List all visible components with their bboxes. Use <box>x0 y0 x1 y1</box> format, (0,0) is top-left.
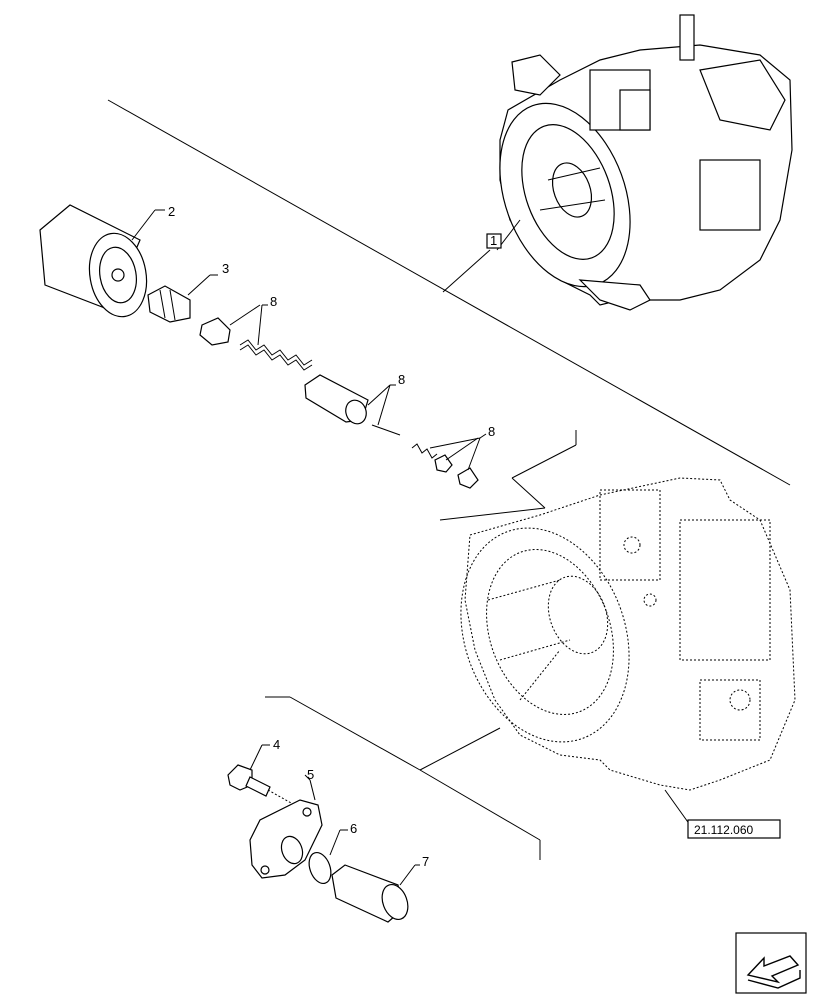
part-8-spring-group: 8 <box>199 294 313 371</box>
callout-1: 1 <box>486 219 521 251</box>
part-8-screw-group: 8 <box>411 424 495 489</box>
callout-6-label: 6 <box>350 821 357 836</box>
arrow-down-left-icon[interactable] <box>735 932 807 994</box>
callout-4-label: 4 <box>273 737 280 752</box>
part-8-piston-group: 8 <box>304 372 405 436</box>
part-2-filter: 2 <box>39 204 175 318</box>
callout-1-label: 1 <box>490 233 497 248</box>
callout-7-label: 7 <box>422 854 429 869</box>
assembly-guide-lines <box>107 99 791 860</box>
part-4-bolt: 4 <box>227 737 301 809</box>
callout-8c-label: 8 <box>488 424 495 439</box>
part-5-cover: 5 <box>249 767 323 879</box>
part-3-fitting: 3 <box>147 261 229 323</box>
callout-8a-label: 8 <box>270 294 277 309</box>
part-6-oring: 6 <box>308 821 357 885</box>
callout-2-label: 2 <box>168 204 175 219</box>
callout-5-label: 5 <box>307 767 314 782</box>
callout-8b-label: 8 <box>398 372 405 387</box>
part-7-sleeve: 7 <box>331 854 429 923</box>
callout-3-label: 3 <box>222 261 229 276</box>
reference-callout[interactable]: 21.112.060 <box>664 789 781 839</box>
transmission-housing-bottom <box>460 477 796 791</box>
reference-label[interactable]: 21.112.060 <box>694 823 753 837</box>
transmission-assembly-top <box>499 14 793 311</box>
